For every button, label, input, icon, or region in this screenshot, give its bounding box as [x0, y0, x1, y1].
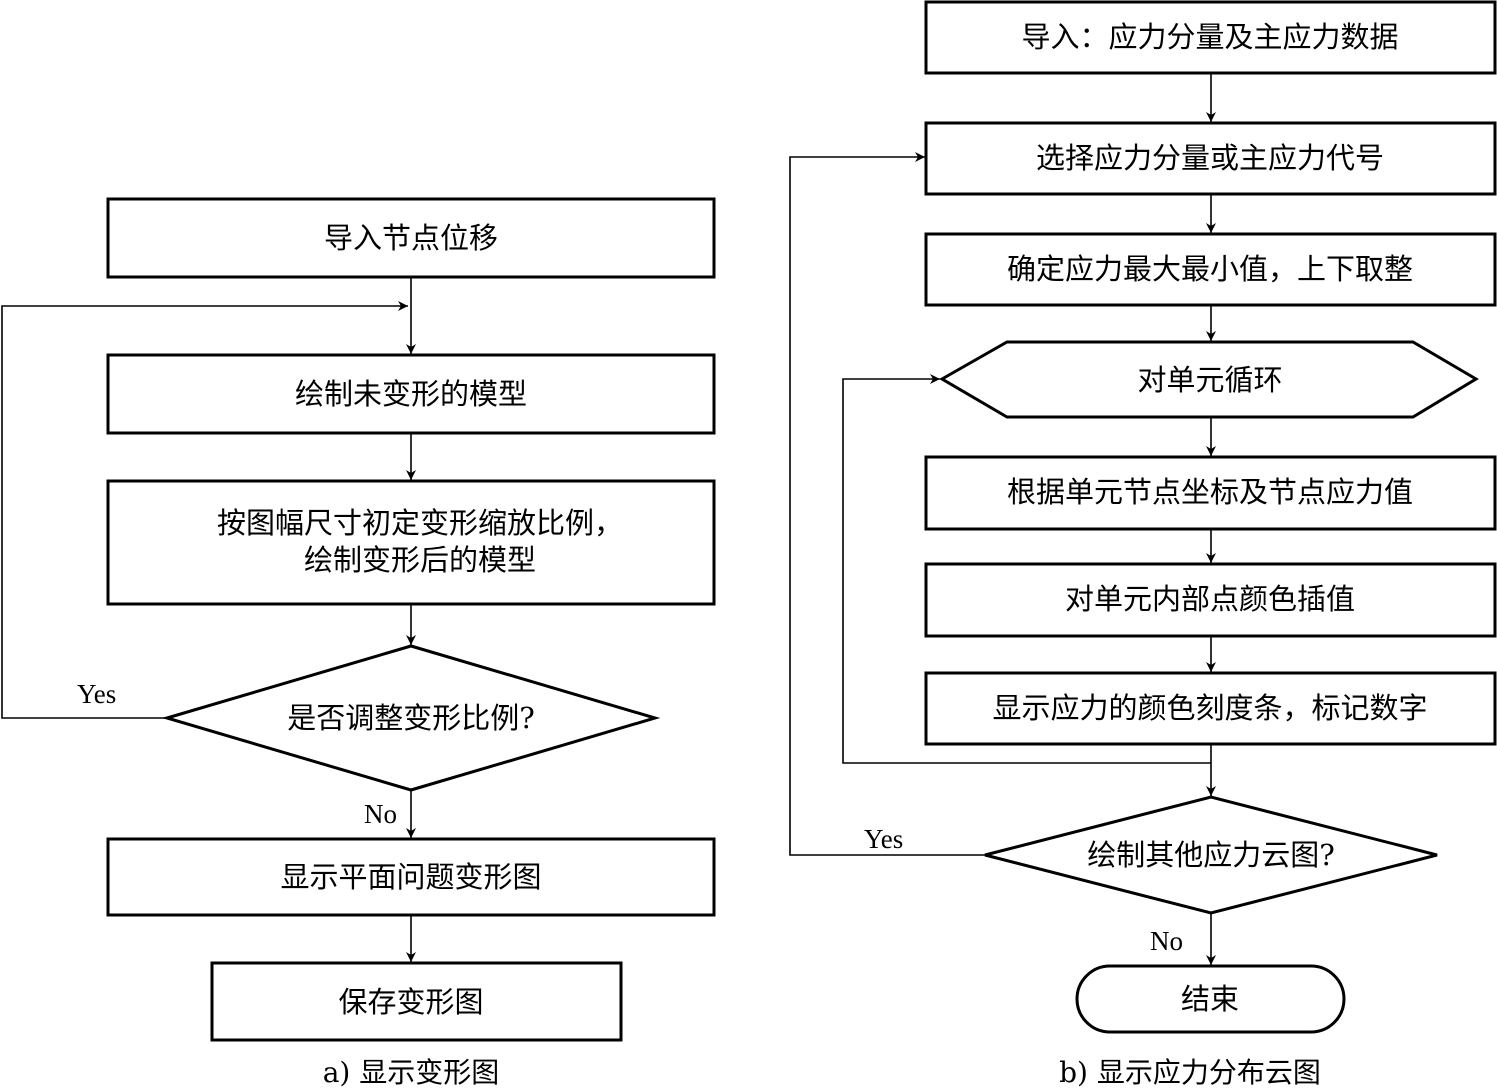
node-element-loop-label: 对单元循环: [1137, 363, 1282, 397]
node-init-scale-label-1: 按图幅尺寸初定变形缩放比例，: [217, 506, 623, 540]
node-adjust-decision-label: 是否调整变形比例?: [287, 701, 535, 735]
diagram-b: 导入：应力分量及主应力数据 选择应力分量或主应力代号 确定应力最大最小值，上下取…: [789, 0, 1497, 1088]
diagram-a: 导入节点位移 绘制未变形的模型 按图幅尺寸初定变形缩放比例， 绘制变形后的模型 …: [1, 197, 716, 1088]
caption-b: b) 显示应力分布云图: [1059, 1056, 1321, 1088]
edge-b-yes-loop: [789, 152, 985, 856]
edge-a-yes-label: Yes: [77, 679, 116, 709]
node-select-component-label: 选择应力分量或主应力代号: [1036, 141, 1384, 175]
node-import-displacement: [106, 197, 716, 279]
edge-a-no-label: No: [364, 799, 397, 829]
node-end-label: 结束: [1181, 982, 1239, 1016]
node-save-deformed-label: 保存变形图: [338, 985, 483, 1019]
node-select-component: [924, 121, 1497, 196]
node-by-nodes-label: 根据单元节点坐标及节点应力值: [1007, 475, 1413, 509]
node-determine-range-label: 确定应力最大最小值，上下取整: [1007, 252, 1413, 286]
node-init-scale: [106, 479, 716, 606]
node-other-decision: [984, 795, 1438, 915]
node-init-scale-label-2: 绘制变形后的模型: [304, 543, 536, 577]
node-end: [1075, 964, 1346, 1034]
edge-a-yes-loop: [1, 301, 408, 719]
caption-a: a) 显示变形图: [323, 1056, 500, 1088]
node-other-decision-label: 绘制其他应力云图?: [1087, 838, 1335, 872]
node-draw-undeformed-label: 绘制未变形的模型: [295, 377, 527, 411]
edge-b-loop-back: [842, 374, 1211, 764]
node-interpolate: [924, 562, 1497, 638]
node-import-stress: [924, 0, 1497, 75]
node-by-nodes: [924, 455, 1497, 531]
node-interpolate-label: 对单元内部点颜色插值: [1065, 582, 1355, 616]
node-import-stress-label: 导入：应力分量及主应力数据: [1021, 20, 1398, 54]
node-element-loop: [938, 340, 1479, 419]
node-adjust-decision: [161, 644, 661, 792]
node-draw-undeformed: [106, 353, 716, 435]
node-show-deformed-label: 显示平面问题变形图: [280, 860, 541, 894]
node-show-deformed: [106, 837, 716, 917]
node-import-displacement-label: 导入节点位移: [324, 221, 498, 255]
node-show-scale-label: 显示应力的颜色刻度条，标记数字: [992, 691, 1427, 725]
edge-b-yes-label: Yes: [864, 824, 903, 854]
node-determine-range: [924, 232, 1497, 307]
edge-b-no-label: No: [1150, 926, 1183, 956]
node-show-scale: [924, 671, 1497, 746]
node-save-deformed: [210, 961, 623, 1042]
